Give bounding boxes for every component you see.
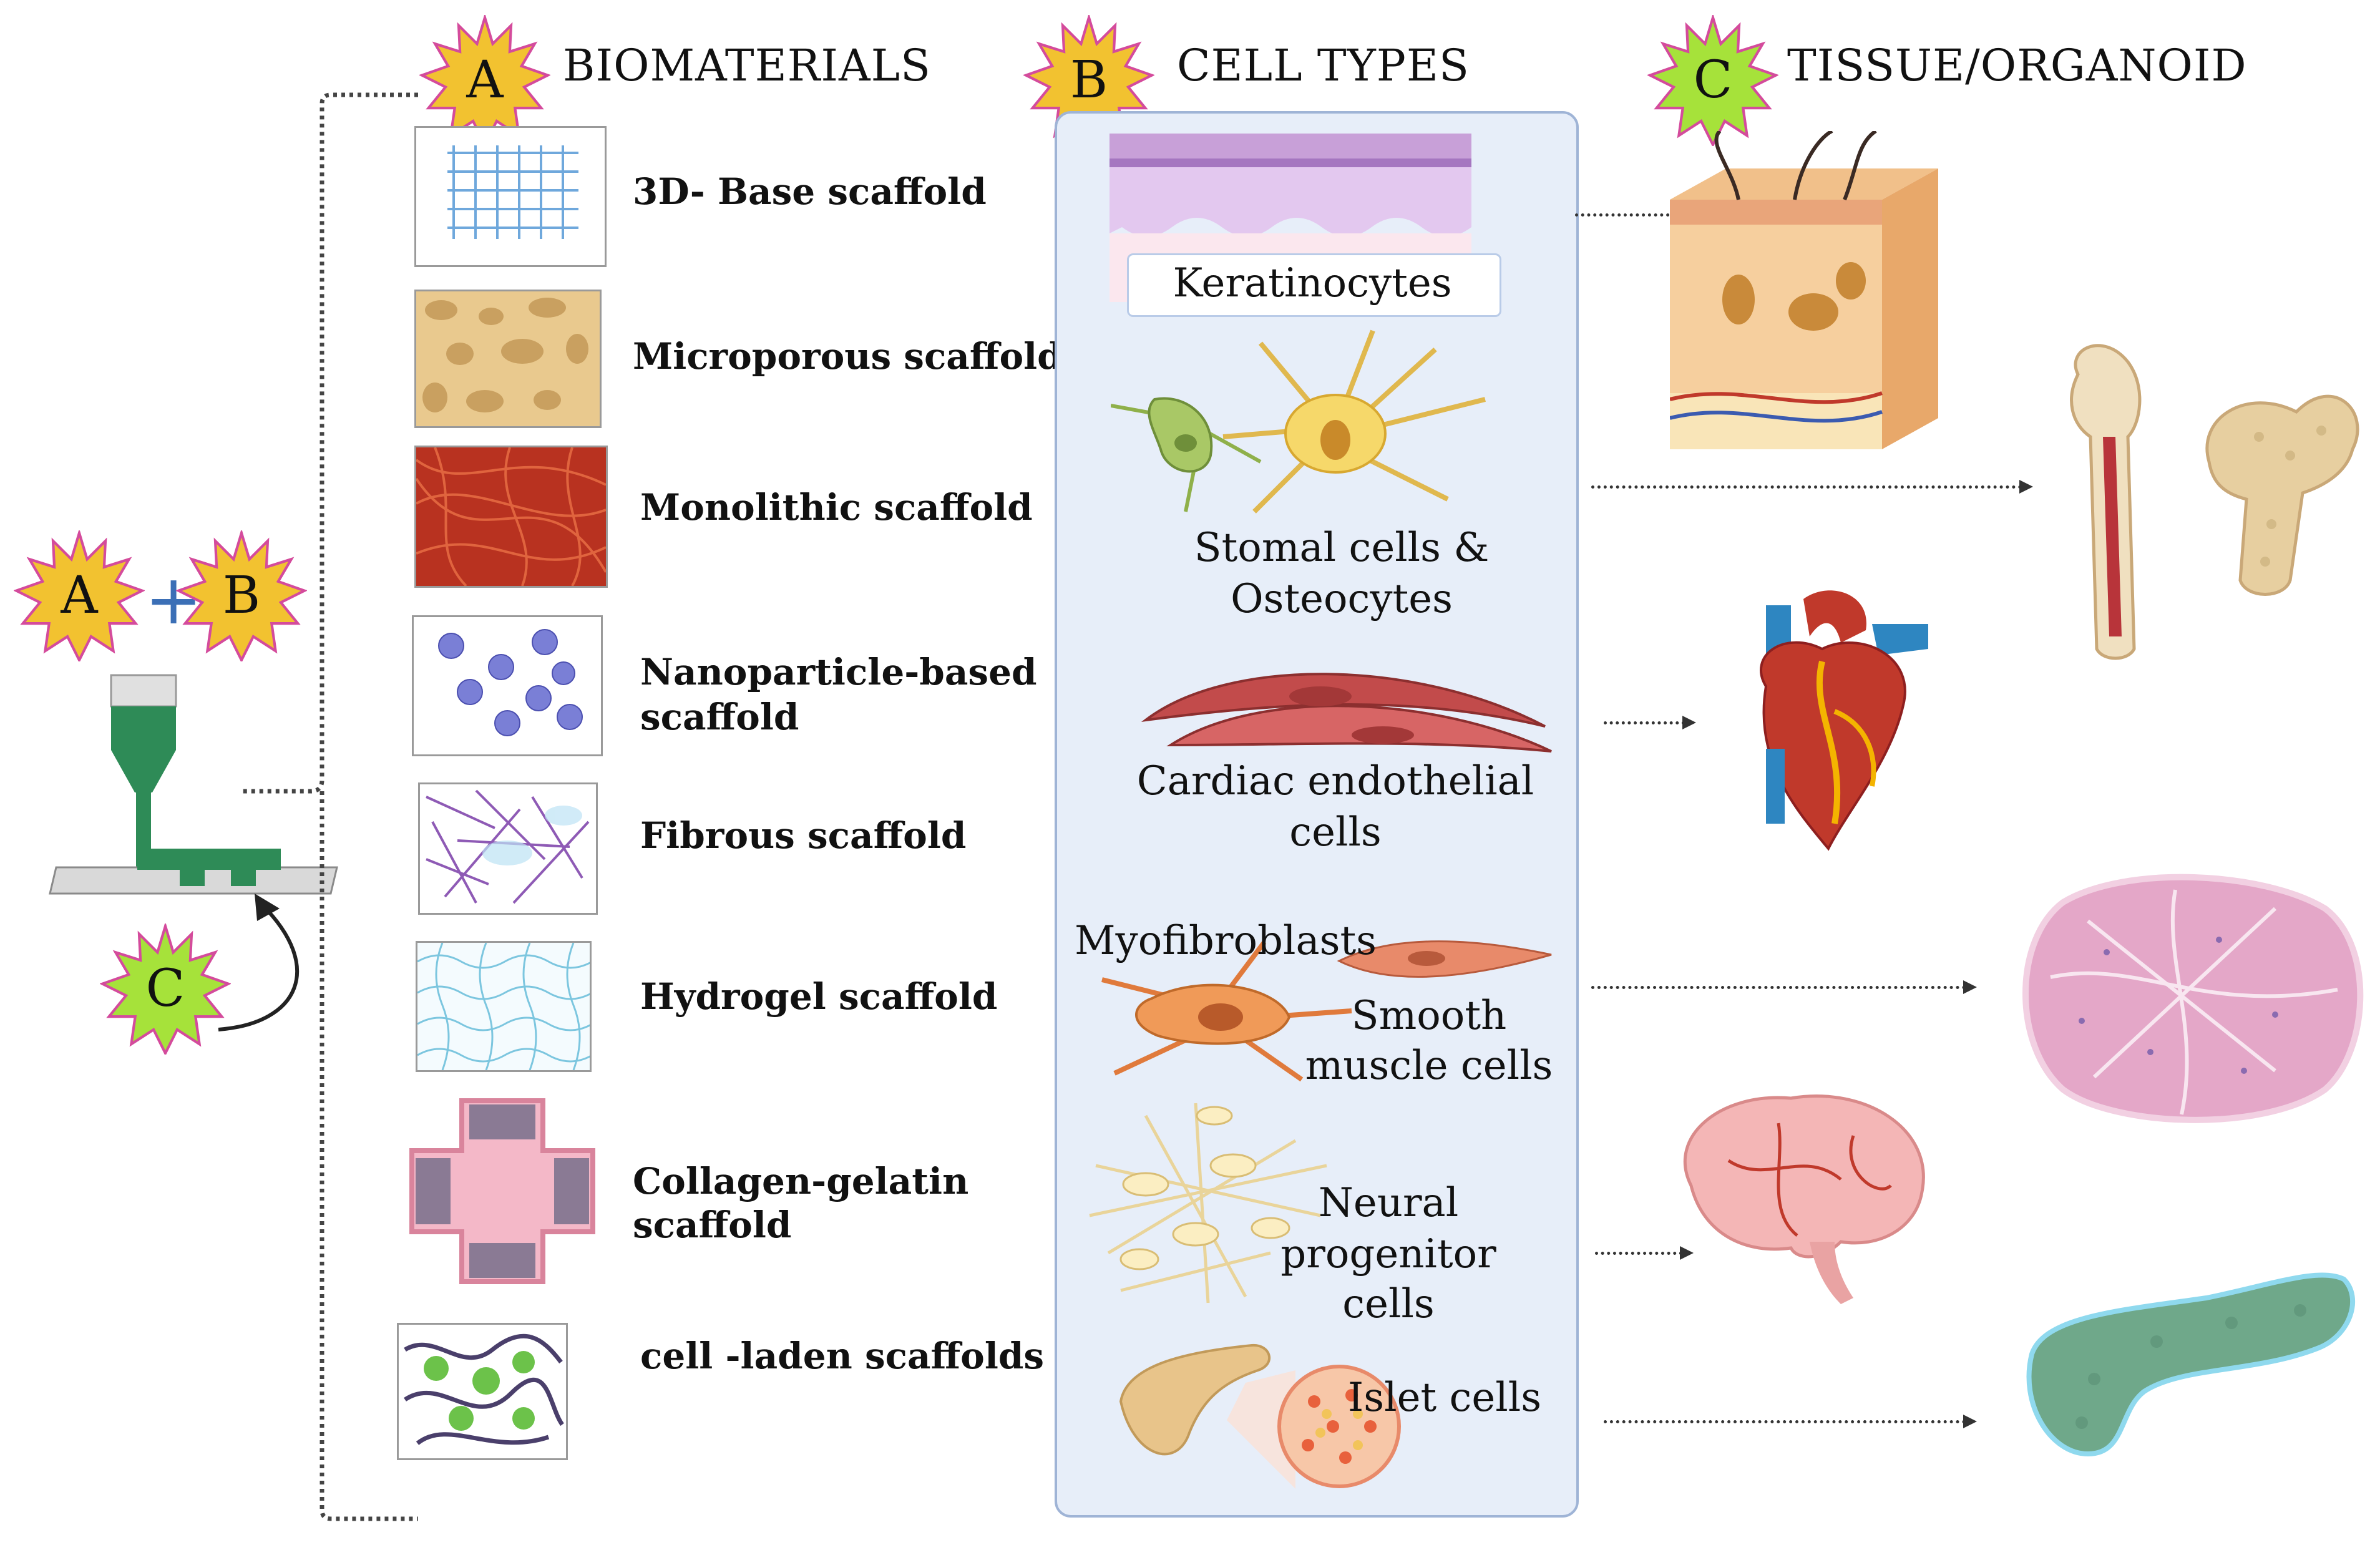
scaffold-collagen-gelatin-icon — [409, 1098, 595, 1284]
scaffold-hydrogel-icon — [416, 941, 593, 1072]
label-collagen-line2: scaffold — [633, 1204, 792, 1246]
islet-cells-icon — [1119, 1343, 1401, 1489]
scaffold-monolithic-icon — [414, 446, 608, 588]
bracket-connector — [241, 92, 418, 1521]
brain-icon — [1683, 1094, 1925, 1304]
badge-b-left: B — [176, 530, 307, 661]
label-hydrogel-scaffold: Hydrogel scaffold — [640, 975, 998, 1018]
arrow-smooth-to-muscle — [1591, 980, 1977, 994]
label-microporous-scaffold: Microporous scaffold — [633, 335, 1063, 378]
label-collagen-line1: Collagen-gelatin — [633, 1160, 969, 1202]
label-neural-line1: Neural — [1318, 1180, 1459, 1226]
label-cardiac-line2: cells — [1289, 809, 1382, 855]
header-biomaterials: BIOMATERIALS — [563, 40, 932, 91]
scaffold-cell-laden-icon — [397, 1323, 568, 1460]
scaffold-3d-base-icon — [414, 126, 607, 267]
label-cell-laden-scaffolds: cell -laden scaffolds — [640, 1335, 1045, 1377]
label-stromal-line1: Stomal cells & — [1194, 525, 1490, 571]
keratinocytes-label-box — [1127, 253, 1501, 317]
badge-a-left: A — [14, 530, 145, 661]
header-cell-types: CELL TYPES — [1177, 40, 1470, 91]
scaffold-fibrous-icon — [418, 782, 598, 915]
myofibroblast-smooth-muscle-icon — [1101, 940, 1552, 1082]
cardiac-endothelial-icon — [1141, 673, 1552, 753]
heart-icon — [1760, 590, 1928, 851]
arrow-stromal-to-bone — [1591, 480, 2033, 494]
feedback-arrow-icon — [218, 894, 299, 1031]
label-keratinocytes: Keratinocytes — [1173, 260, 1452, 306]
label-smooth-line2: muscle cells — [1305, 1043, 1553, 1089]
label-myofibroblasts: Myofibroblasts — [1075, 918, 1377, 964]
arrow-neural-to-brain — [1595, 1246, 1694, 1260]
scaffold-microporous-icon — [414, 290, 602, 428]
label-nanoparticle-line2: scaffold — [640, 696, 799, 738]
scaffold-nanoparticle-icon — [412, 615, 603, 756]
arrow-cardiac-to-heart — [1604, 716, 1696, 729]
stromal-osteocytes-icon — [1111, 329, 1486, 514]
bone-icon — [2070, 344, 2359, 660]
label-neural-line2: progenitor cells — [1280, 1231, 1496, 1327]
label-cardiac-line1: Cardiac endothelial — [1136, 758, 1534, 804]
header-tissue-organoid: TISSUE/ORGANOID — [1787, 40, 2247, 91]
label-nanoparticle-line1: Nanoparticle-based — [640, 651, 1037, 693]
label-smooth-line1: Smooth — [1351, 993, 1507, 1039]
pancreas-icon — [2026, 1272, 2356, 1457]
cell-types-panel — [1055, 111, 1579, 1518]
badge-c-left: C — [100, 924, 231, 1055]
neural-progenitor-icon — [1089, 1103, 1327, 1304]
arrow-islet-to-pancreas — [1604, 1415, 1977, 1428]
label-islet-cells: Islet cells — [1348, 1375, 1542, 1421]
label-3d-base-scaffold: 3D- Base scaffold — [633, 170, 987, 213]
skin-icon — [1670, 131, 1938, 449]
bioprinter-icon — [49, 674, 338, 895]
label-fibrous-scaffold: Fibrous scaffold — [640, 814, 967, 857]
muscle-tissue-icon — [2022, 874, 2364, 1123]
badge-c-header: C — [1647, 15, 1778, 146]
label-stromal-line2: Osteocytes — [1231, 576, 1453, 622]
label-monolithic-scaffold: Monolithic scaffold — [640, 486, 1033, 529]
